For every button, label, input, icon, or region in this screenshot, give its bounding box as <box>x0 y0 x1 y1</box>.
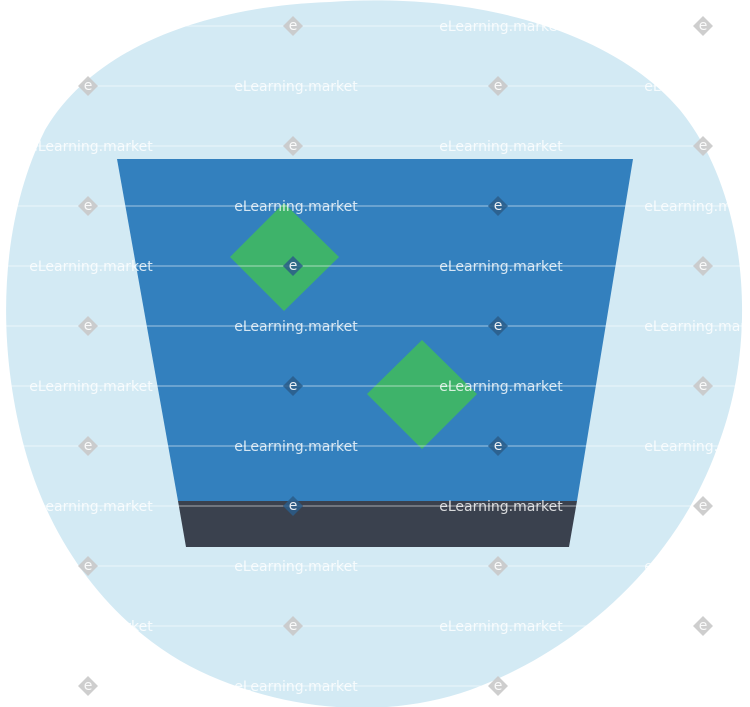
diamond-decoration <box>230 203 339 311</box>
watermark-glyph: e <box>289 378 298 394</box>
watermark-diamond-icon <box>693 496 713 516</box>
watermark-text: eLearning.market <box>234 439 358 455</box>
watermark-diamond-icon <box>488 196 508 216</box>
watermark-diamond-icon <box>283 376 303 396</box>
watermark-glyph: e <box>289 138 298 154</box>
watermark-glyph: e <box>84 78 93 94</box>
watermark-glyph: e <box>84 678 93 694</box>
watermark-text: eLearning.market <box>439 19 563 35</box>
watermark-text: eLearning.market <box>439 499 563 515</box>
watermark-glyph: e <box>494 678 503 694</box>
watermark-diamond-icon <box>78 676 98 696</box>
watermark-text: eLearning.market <box>644 199 750 215</box>
watermark-text: eLearning.market <box>644 79 750 95</box>
watermark-diamond-icon <box>78 76 98 96</box>
watermark-text: eLearning.market <box>29 19 153 35</box>
watermark-diamond-icon <box>283 136 303 156</box>
watermark-glyph: e <box>699 378 708 394</box>
watermark-diamond-icon <box>488 316 508 336</box>
watermark-glyph: e <box>84 318 93 334</box>
watermark-text: eLearning.market <box>439 259 563 275</box>
watermark-glyph: e <box>494 558 503 574</box>
watermark-diamond-icon <box>283 16 303 36</box>
watermark-text: eLearning.market <box>29 499 153 515</box>
watermark-glyph: e <box>494 198 503 214</box>
watermark-glyph: e <box>699 258 708 274</box>
watermark-diamond-icon <box>283 616 303 636</box>
watermark-glyph: e <box>84 438 93 454</box>
watermark-diamond-icon <box>693 376 713 396</box>
watermark-diamond-icon <box>283 256 303 276</box>
watermark-glyph: e <box>84 198 93 214</box>
watermark-text: eLearning.market <box>439 619 563 635</box>
watermark-glyph: e <box>699 18 708 34</box>
watermark-diamond-icon <box>488 436 508 456</box>
watermark-text: eLearning.market <box>644 559 750 575</box>
watermark-diamond-icon <box>78 316 98 336</box>
watermark-text: eLearning.market <box>29 259 153 275</box>
watermark-layer: eLearning.market e eLearning.market e e eLear… <box>0 16 750 696</box>
watermark-text: eLearning.market <box>234 679 358 695</box>
watermark-text: eLearning.market <box>234 559 358 575</box>
bin-base <box>178 501 577 547</box>
watermark-text: eLearning.market <box>439 139 563 155</box>
watermark-glyph: e <box>494 438 503 454</box>
watermark-diamond-icon <box>693 256 713 276</box>
watermark-glyph: e <box>289 498 298 514</box>
diamond-decoration <box>367 340 477 449</box>
watermark-glyph: e <box>699 618 708 634</box>
watermark-diamond-icon <box>488 556 508 576</box>
watermark-text: eLearning.market <box>644 439 750 455</box>
bin-body <box>117 159 633 501</box>
watermark-glyph: e <box>289 618 298 634</box>
watermark-glyph: e <box>84 558 93 574</box>
watermark-glyph: e <box>494 78 503 94</box>
watermark-text: eLearning.market <box>29 619 153 635</box>
watermark-glyph: e <box>699 138 708 154</box>
watermark-diamond-icon <box>78 196 98 216</box>
watermark-diamond-icon <box>693 616 713 636</box>
watermark-glyph: e <box>699 498 708 514</box>
watermark-text: eLearning.market <box>29 379 153 395</box>
watermark-diamond-icon <box>283 496 303 516</box>
watermark-text: eLearning.market <box>234 199 358 215</box>
watermark-text: eLearning.market <box>439 379 563 395</box>
watermark-text: eLearning.market <box>234 79 358 95</box>
watermark-text: eLearning.market <box>29 139 153 155</box>
watermark-diamond-icon <box>693 136 713 156</box>
watermark-diamond-icon <box>78 556 98 576</box>
watermark-diamond-icon <box>693 16 713 36</box>
watermark-text: eLearning.market <box>644 319 750 335</box>
watermark-glyph: e <box>289 18 298 34</box>
watermark-text: eLearning.market <box>234 319 358 335</box>
watermark-text: eLearning.market <box>644 679 750 695</box>
watermark-glyph: e <box>494 318 503 334</box>
watermark-diamond-icon <box>488 76 508 96</box>
watermark-diamond-icon <box>488 676 508 696</box>
watermark-glyph: e <box>289 258 298 274</box>
watermark-diamond-icon <box>78 436 98 456</box>
